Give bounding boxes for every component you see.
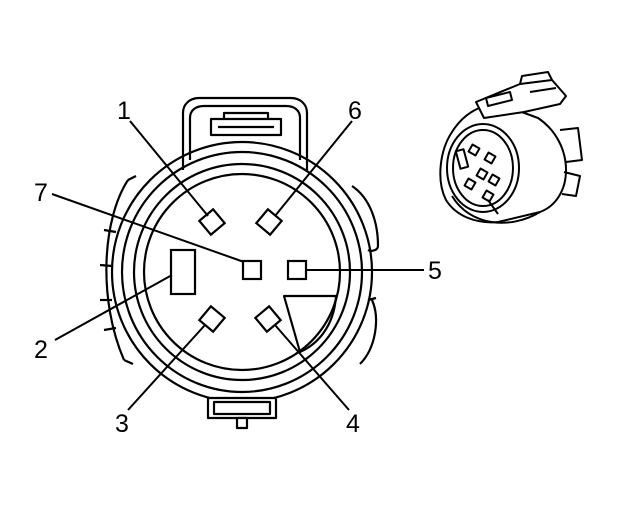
pin-label-3: 3 bbox=[115, 410, 129, 438]
pin-label-1: 1 bbox=[117, 97, 131, 125]
leader-1 bbox=[129, 120, 209, 217]
leader-7 bbox=[51, 193, 245, 263]
cavity-2 bbox=[169, 248, 197, 296]
bottom-key bbox=[206, 396, 278, 430]
face-ring bbox=[142, 172, 342, 372]
pin-label-7: 7 bbox=[34, 179, 48, 207]
leader-4 bbox=[274, 324, 350, 411]
leader-3 bbox=[127, 324, 206, 411]
cavity-3 bbox=[197, 304, 227, 334]
pin-label-4: 4 bbox=[346, 410, 360, 438]
cavity-4 bbox=[253, 304, 283, 334]
cavity-7 bbox=[241, 259, 263, 281]
cavity-5 bbox=[286, 259, 308, 281]
right-ribs bbox=[351, 185, 380, 365]
leader-6 bbox=[274, 120, 353, 217]
key-wedge bbox=[282, 294, 338, 354]
outer-housing-inner bbox=[120, 150, 364, 394]
connector-face-view bbox=[99, 96, 380, 430]
cavity-1 bbox=[197, 207, 227, 237]
pin-label-6: 6 bbox=[348, 97, 362, 125]
leader-lines bbox=[51, 120, 424, 411]
seal-ring bbox=[132, 162, 352, 382]
pin-labels: 1 6 7 5 2 3 4 bbox=[34, 97, 442, 438]
left-ribs bbox=[99, 175, 137, 366]
connector-3d-view bbox=[439, 71, 583, 224]
top-latch bbox=[181, 96, 309, 170]
pin-label-5: 5 bbox=[428, 257, 442, 285]
pin-cavities bbox=[169, 207, 308, 334]
leader-2 bbox=[54, 274, 173, 341]
pin-label-2: 2 bbox=[34, 336, 48, 364]
